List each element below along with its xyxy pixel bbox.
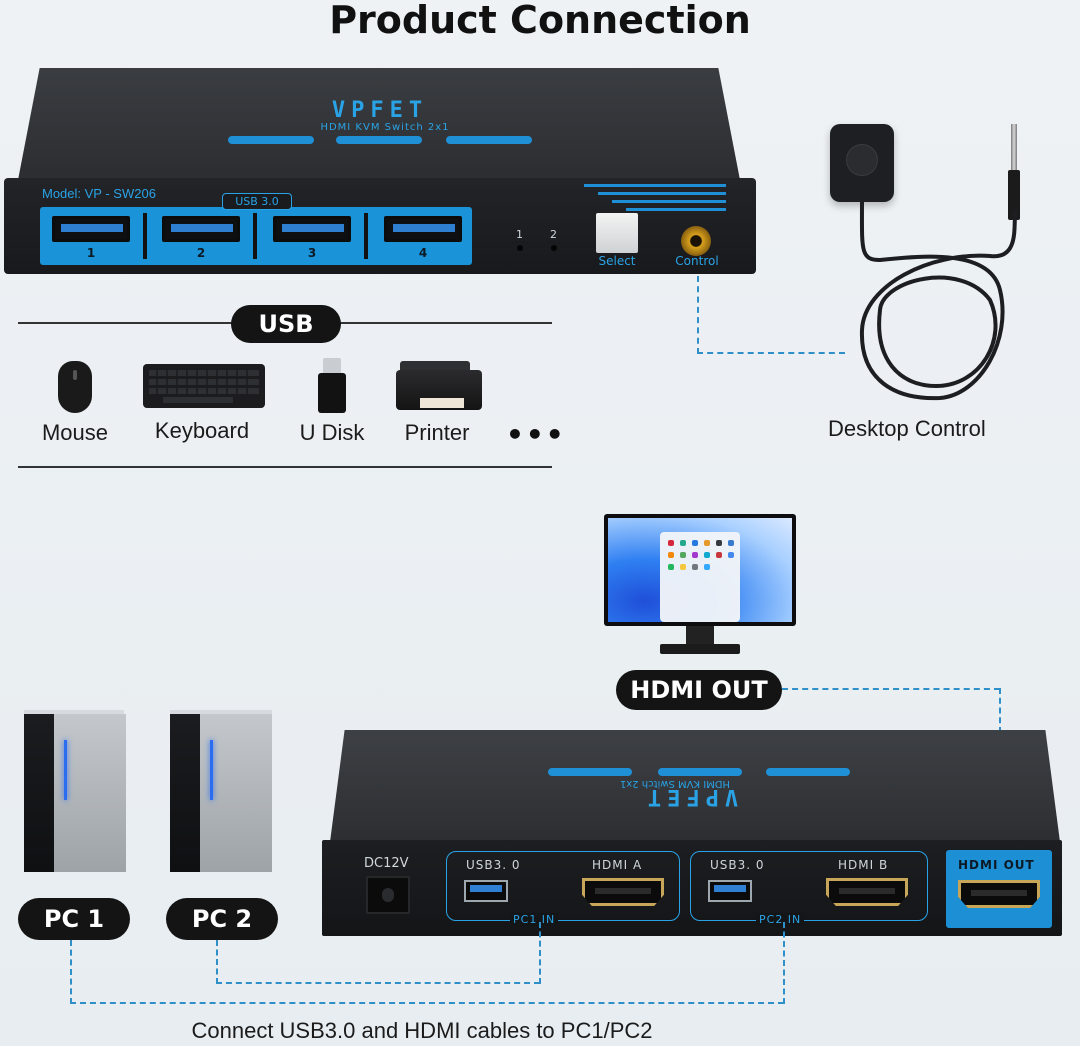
usb-port-number: 1 xyxy=(86,246,96,260)
pc1-usb-label: USB3. 0 xyxy=(466,858,521,872)
usb-port-1[interactable]: 1 xyxy=(40,210,142,262)
usb-port-number: 2 xyxy=(196,246,206,260)
hdmi-out-port[interactable] xyxy=(958,880,1040,908)
spec-pill-resolution xyxy=(658,768,742,776)
select-button[interactable] xyxy=(596,213,638,253)
pc1-tag: PC 1 xyxy=(18,898,130,940)
pc1-connection-line xyxy=(70,940,72,1004)
device-label-printer: Printer xyxy=(404,420,470,445)
usb-port-socket xyxy=(384,216,462,242)
usb-port-socket xyxy=(273,216,351,242)
usb-divider xyxy=(143,213,147,259)
audio-plug-body xyxy=(1008,170,1020,220)
deco-stripe xyxy=(612,200,726,203)
more-devices-ellipsis: ••• xyxy=(506,418,566,451)
hdmi-out-dashed-line xyxy=(782,688,1000,690)
desktop-control-remote[interactable] xyxy=(830,124,894,202)
pc2-connection-line xyxy=(216,940,218,984)
model-label: Model: VP - SW206 xyxy=(42,186,156,201)
audio-plug-icon xyxy=(1011,124,1017,214)
pc1-light xyxy=(64,740,67,800)
page-title: Product Connection xyxy=(329,0,751,42)
pc2-hdmi-port[interactable] xyxy=(826,878,908,906)
monitor-stand xyxy=(686,626,714,646)
pc2-input-group xyxy=(690,851,928,921)
device-label-udisk: U Disk xyxy=(299,420,365,445)
pc1-hdmi-label: HDMI A xyxy=(592,858,643,872)
deco-stripe xyxy=(626,208,726,211)
connection-caption: Connect USB3.0 and HDMI cables to PC1/PC… xyxy=(191,1018,653,1043)
keyboard-icon xyxy=(143,364,265,408)
device-label-mouse: Mouse xyxy=(41,420,109,445)
usb-port-number: 4 xyxy=(418,246,428,260)
mouse-icon xyxy=(58,361,92,413)
pc2-connection-line xyxy=(539,922,541,984)
pc2-usb-port[interactable] xyxy=(708,880,752,902)
kvm-brand-logo: VPFET xyxy=(331,98,429,123)
hdmi-out-tag: HDMI OUT xyxy=(616,670,782,710)
usb-port-3[interactable]: 3 xyxy=(261,210,363,262)
spec-pill-usb xyxy=(548,768,632,776)
usb-drive-icon xyxy=(318,373,346,413)
spec-pill-usb xyxy=(446,136,532,144)
monitor-screen xyxy=(608,518,792,622)
usb-divider xyxy=(253,213,257,259)
control-jack[interactable] xyxy=(681,226,711,256)
usb-port-number: 3 xyxy=(307,246,317,260)
pc1-connection-line xyxy=(70,1002,784,1004)
usb-port-2[interactable]: 2 xyxy=(150,210,252,262)
dc-label: DC12V xyxy=(364,856,409,871)
pc1-hdmi-port[interactable] xyxy=(582,878,664,906)
kvm-back-brand: VPFET xyxy=(641,784,739,809)
usb30-tag: USB 3.0 xyxy=(222,193,292,210)
pc2-light xyxy=(210,740,213,800)
coiled-cable-icon xyxy=(859,199,1018,401)
select-label: Select xyxy=(598,254,636,268)
kvm-switch-back-top xyxy=(330,730,1060,842)
start-menu xyxy=(660,532,740,622)
control-label: Control xyxy=(675,254,719,268)
pc2-hdmi-label: HDMI B xyxy=(838,858,889,872)
deco-stripe xyxy=(584,184,726,187)
pc1-input-group xyxy=(446,851,680,921)
led-label-2: 2 xyxy=(550,228,557,241)
usb-tag: USB xyxy=(231,305,341,343)
control-dashed-line xyxy=(697,352,845,354)
pc1-tower-icon xyxy=(24,714,54,872)
printer-paper xyxy=(420,398,464,408)
monitor-icon xyxy=(604,514,796,626)
pc2-tag: PC 2 xyxy=(166,898,278,940)
monitor-base xyxy=(660,644,740,654)
dc-power-jack[interactable] xyxy=(366,876,410,914)
led-label-1: 1 xyxy=(516,228,523,241)
usb-port-socket xyxy=(162,216,240,242)
spec-pill-resolution xyxy=(336,136,422,144)
pc1-connection-line xyxy=(783,922,785,1004)
pc2-connection-line xyxy=(216,982,540,984)
device-label-keyboard: Keyboard xyxy=(154,418,250,443)
usb-section-bottom-rule xyxy=(18,466,552,468)
pc1-usb-port[interactable] xyxy=(464,880,508,902)
usb-port-socket xyxy=(52,216,130,242)
control-dashed-line xyxy=(697,276,699,354)
usb-divider xyxy=(364,213,368,259)
pc1-in-tag: PC1 IN xyxy=(510,913,559,926)
kvm-subtitle: HDMI KVM Switch 2x1 xyxy=(320,122,450,133)
kvm-switch-top-cover xyxy=(18,68,740,180)
led-indicator-2 xyxy=(551,245,557,251)
pc2-in-tag: PC2 IN xyxy=(756,913,805,926)
usb-port-4[interactable]: 4 xyxy=(372,210,474,262)
spec-pill-hdmi xyxy=(766,768,850,776)
led-indicator-1 xyxy=(517,245,523,251)
desktop-control-label: Desktop Control xyxy=(828,416,986,441)
pc2-tower-icon xyxy=(170,714,200,872)
spec-pill-hdmi xyxy=(228,136,314,144)
hdmi-out-label: HDMI OUT xyxy=(958,858,1035,872)
deco-stripe xyxy=(598,192,726,195)
usb-drive-connector-icon xyxy=(323,358,341,374)
pc2-usb-label: USB3. 0 xyxy=(710,858,765,872)
